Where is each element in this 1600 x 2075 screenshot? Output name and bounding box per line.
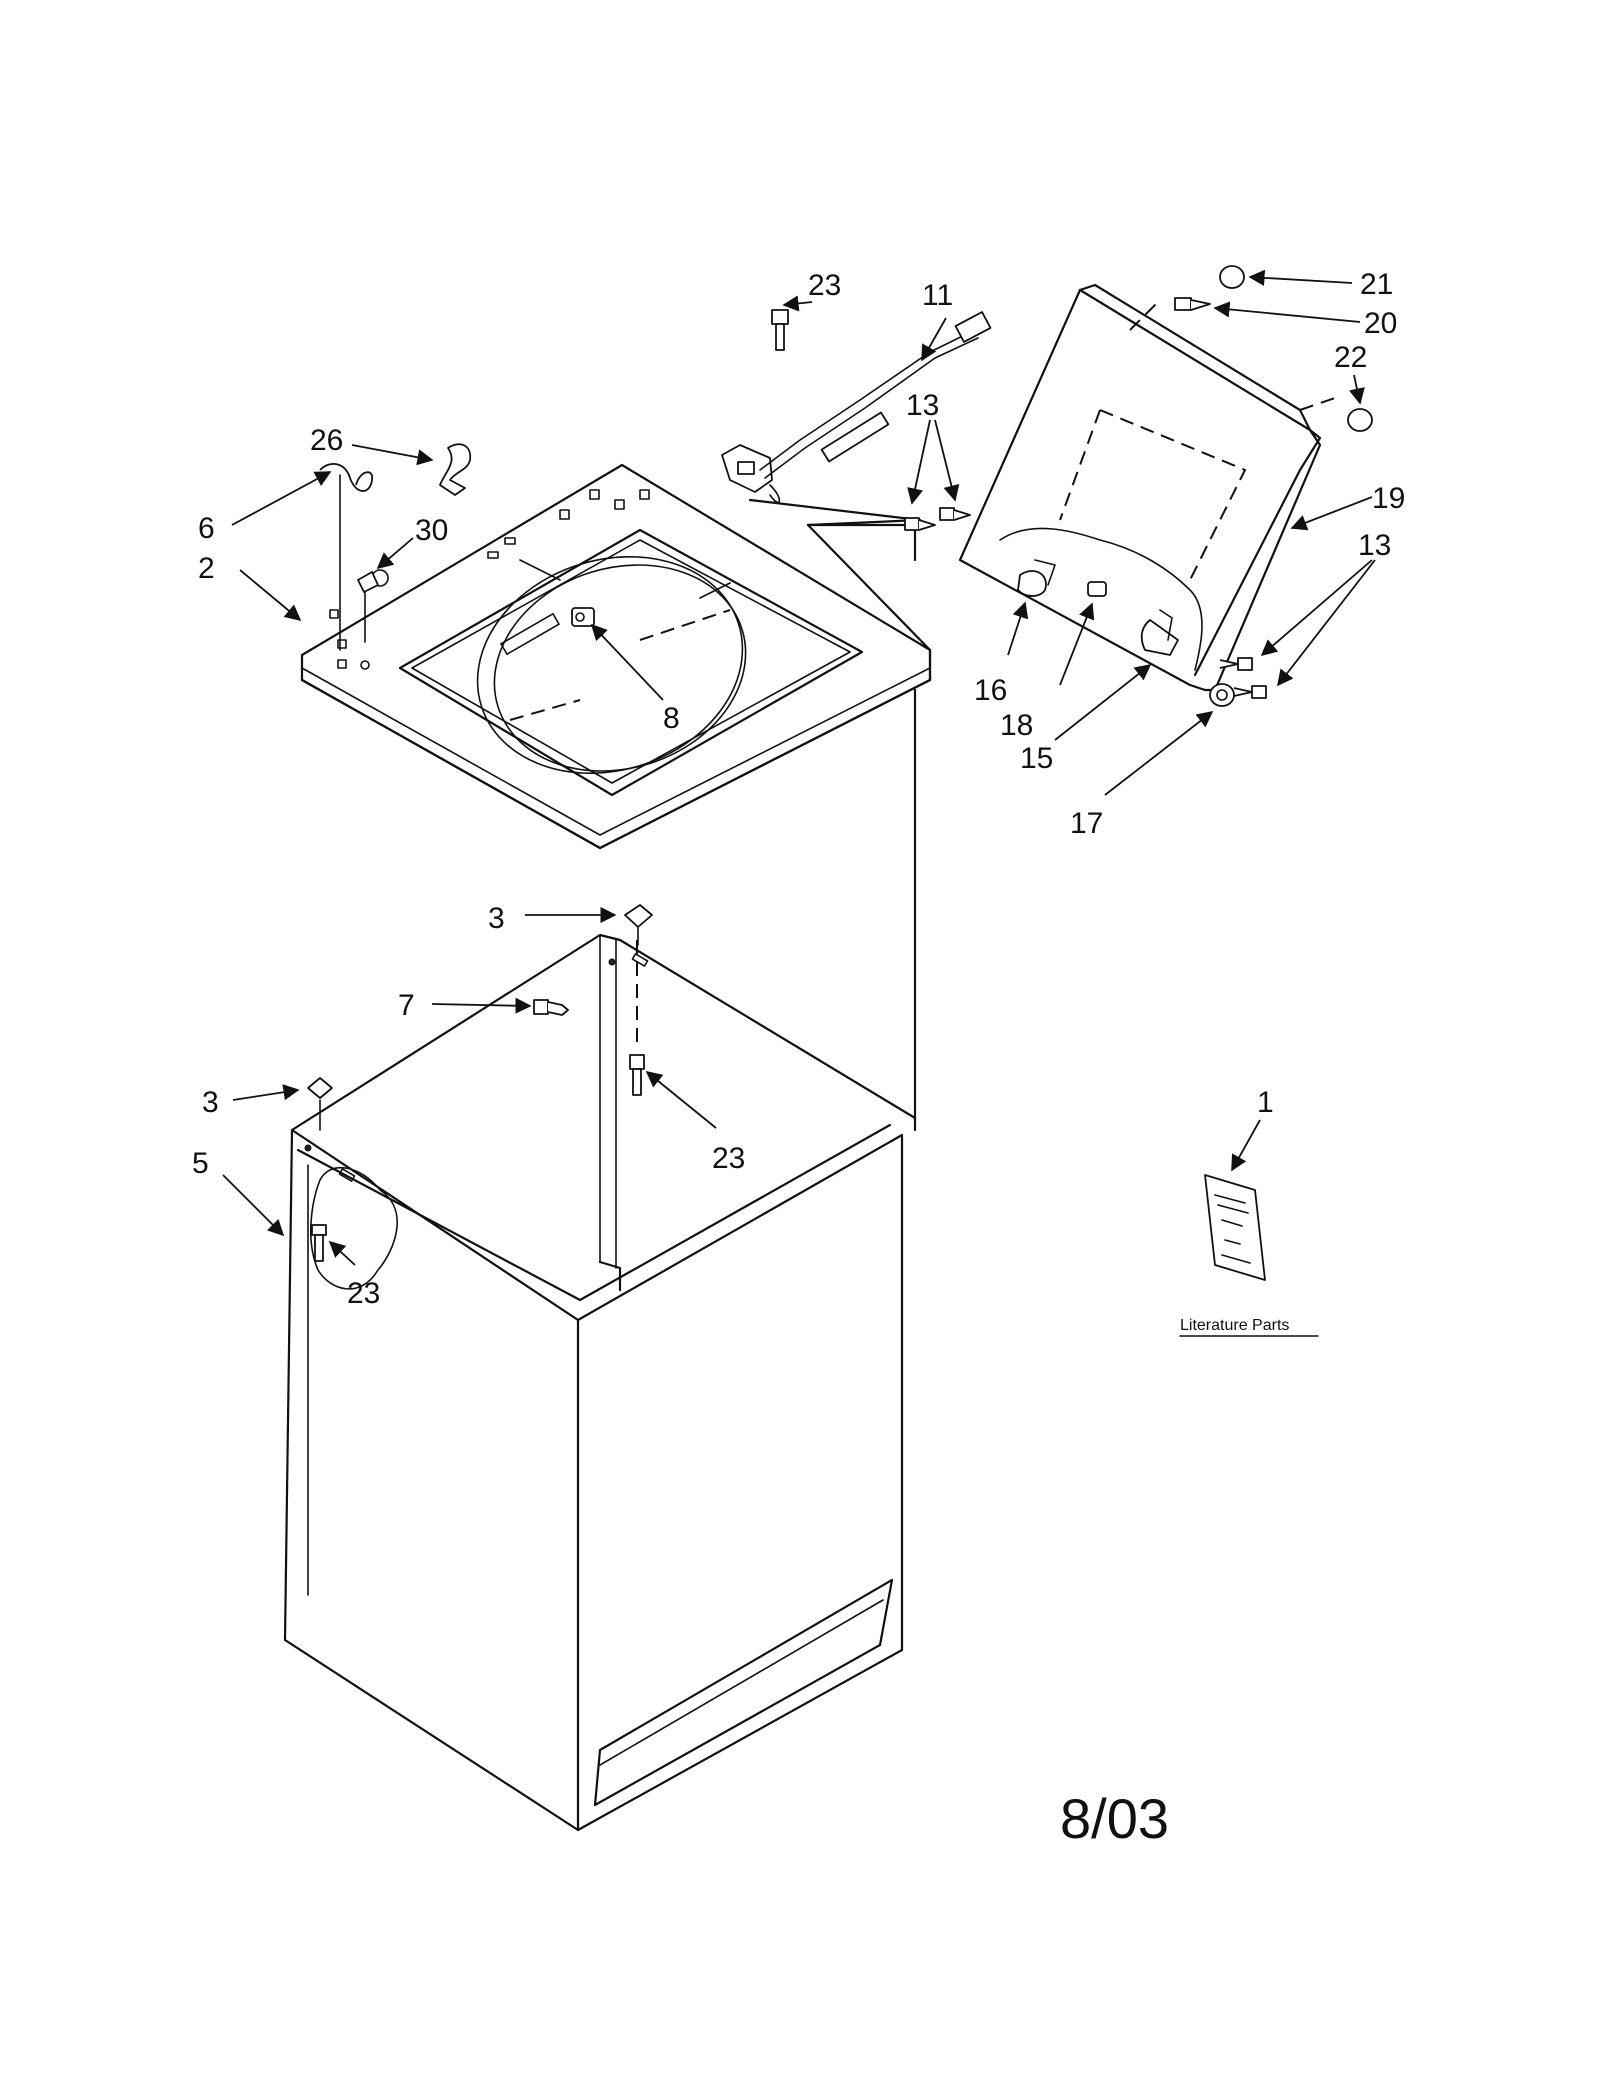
callout-7: 7 — [398, 989, 415, 1022]
part-13-screws-left — [904, 507, 971, 531]
literature-parts-label: Literature Parts — [1180, 1317, 1289, 1334]
part-13-screws-right — [1219, 657, 1267, 699]
leader-lines — [222, 269, 1376, 1266]
part-11-lid-switch-harness — [721, 311, 992, 504]
part-17-bushing — [1209, 683, 1235, 707]
callout-15: 15 — [1020, 742, 1053, 775]
callout-16: 16 — [974, 674, 1007, 707]
date-code: 8/03 — [1060, 1787, 1169, 1850]
callout-26: 26 — [310, 424, 343, 457]
callout-6: 6 — [198, 512, 215, 545]
callout-2: 2 — [198, 552, 215, 585]
callout-22: 22 — [1334, 341, 1367, 374]
part-8-bumper — [571, 607, 595, 627]
lid — [958, 283, 1336, 692]
part-21-bumper — [1219, 265, 1245, 289]
part-30-clip — [357, 571, 379, 643]
part-15-hinge — [1140, 609, 1179, 656]
part-20-screw — [1174, 297, 1211, 311]
callout-8: 8 — [663, 702, 680, 735]
callout-1: 1 — [1257, 1086, 1274, 1119]
part-7-screw — [533, 999, 569, 1016]
part-3-clip-lower — [307, 1077, 333, 1131]
part-22-bumper — [1347, 408, 1373, 432]
part-6-clip — [319, 463, 373, 651]
callout-19: 19 — [1372, 482, 1405, 515]
callout-18: 18 — [1000, 709, 1033, 742]
callout-23-cabinet: 23 — [712, 1142, 745, 1175]
callout-23-top: 23 — [808, 269, 841, 302]
part-16-hinge — [1017, 559, 1056, 597]
callout-5: 5 — [192, 1147, 209, 1180]
callout-21: 21 — [1360, 268, 1393, 301]
callout-13-right: 13 — [1358, 529, 1391, 562]
callout-3-upper: 3 — [488, 902, 505, 935]
part-23-screw-cabinet — [629, 940, 645, 1096]
callout-30: 30 — [415, 514, 448, 547]
cabinet — [283, 933, 917, 1832]
literature-booklet — [1204, 1174, 1266, 1281]
part-23-screw-top — [771, 309, 789, 351]
part-18-bumper — [1087, 581, 1107, 597]
part-3-clip-upper — [624, 904, 653, 946]
part-26-clamp — [439, 443, 472, 496]
callout-13-upper: 13 — [906, 389, 939, 422]
callout-23-side: 23 — [347, 1277, 380, 1310]
part-23-screw-side — [311, 1224, 327, 1262]
callout-11: 11 — [922, 279, 953, 312]
callout-20: 20 — [1364, 307, 1397, 340]
callout-3-lower: 3 — [202, 1086, 219, 1119]
callout-17: 17 — [1070, 807, 1103, 840]
